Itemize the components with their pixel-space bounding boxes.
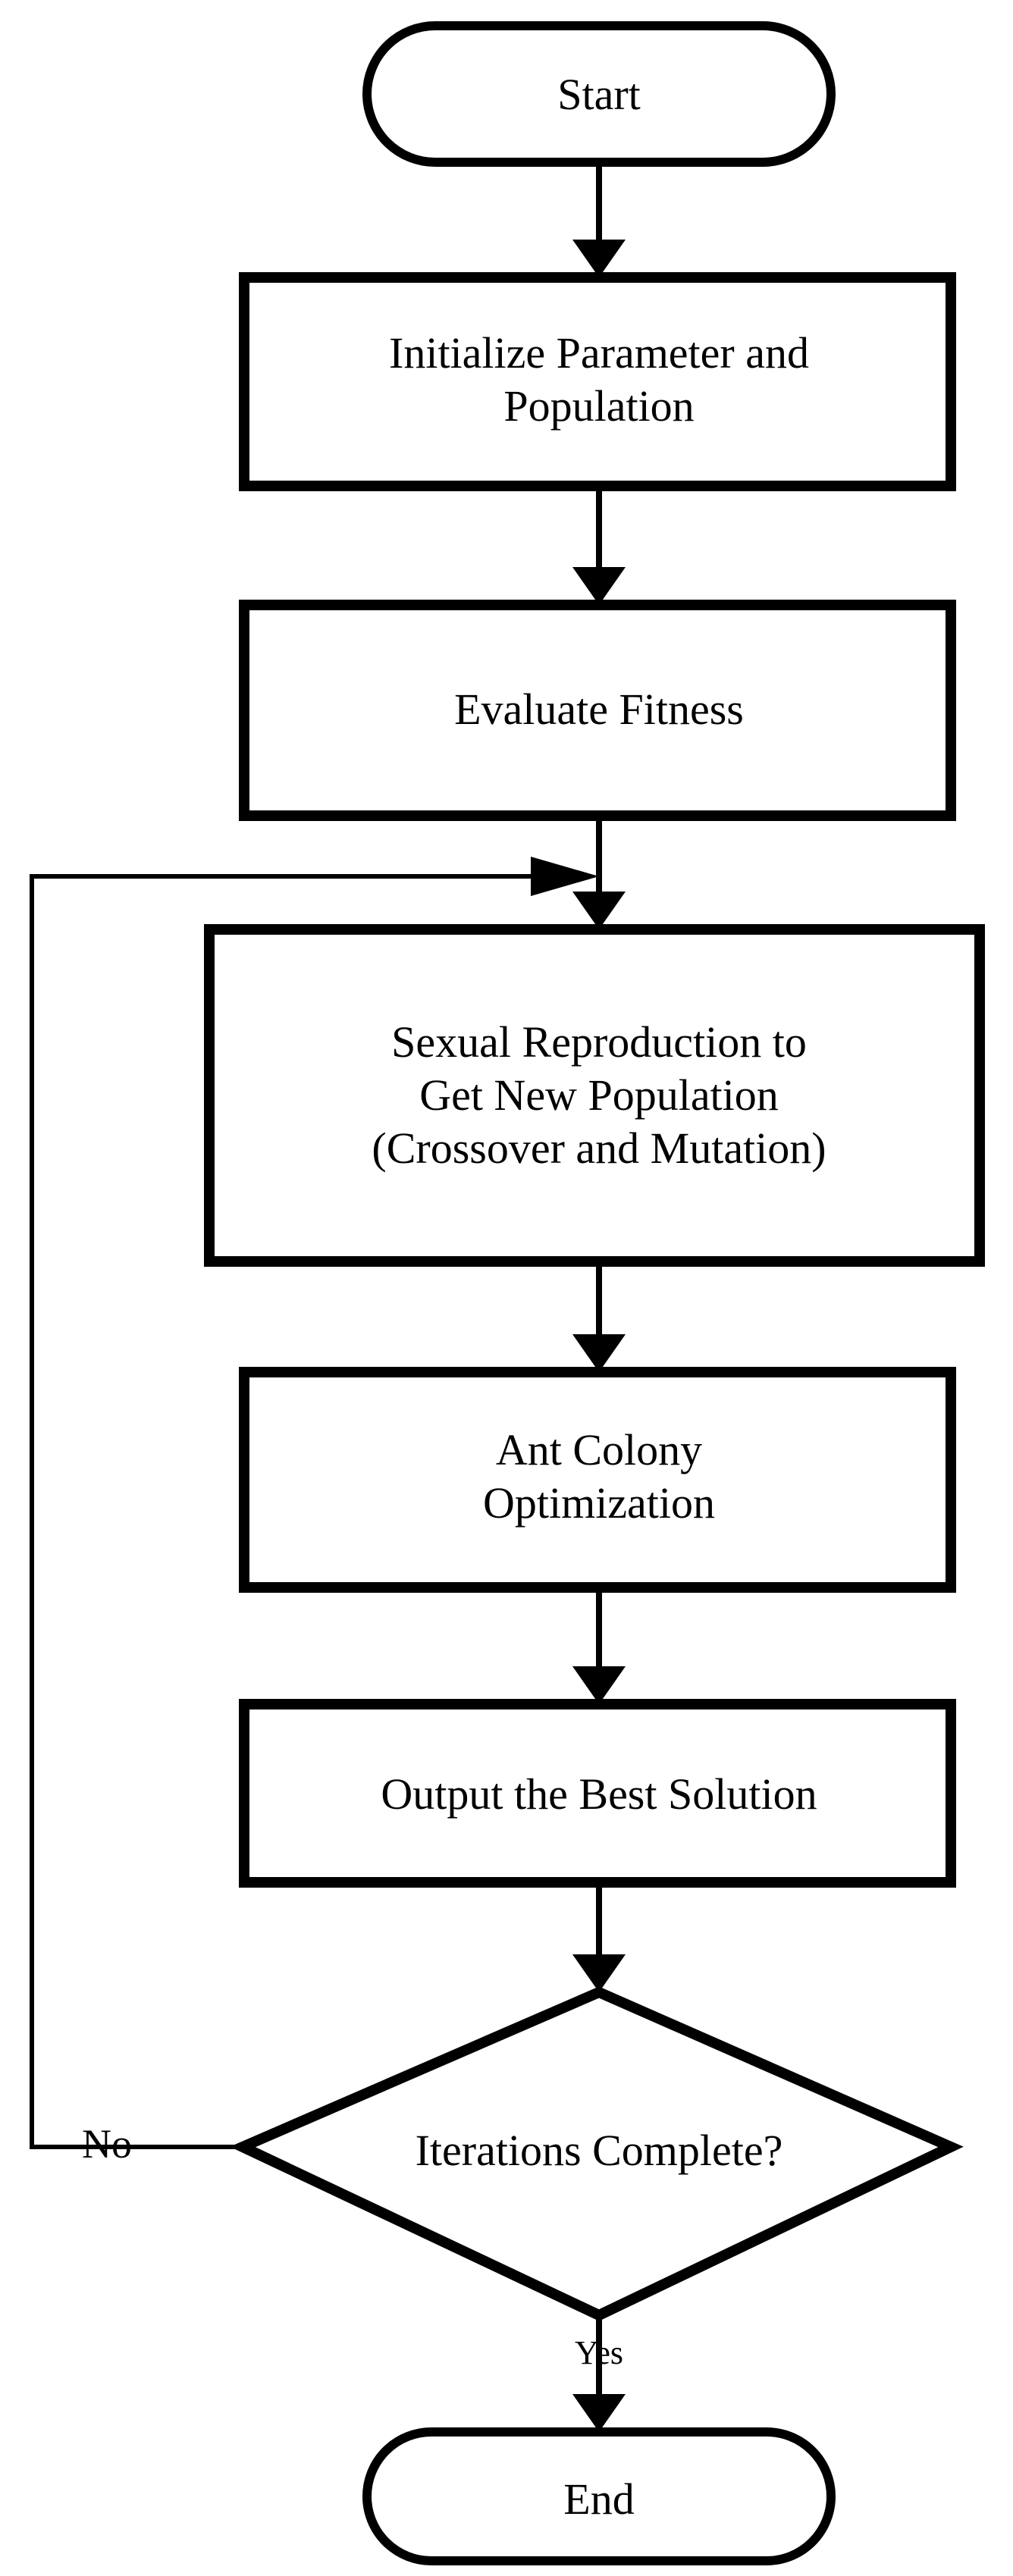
- aco-label-line-2: Optimization: [483, 1478, 715, 1528]
- reproduce-label-line-2: Get New Population: [419, 1070, 779, 1120]
- start-terminal: [362, 21, 836, 167]
- arrowhead-loop: [531, 857, 599, 896]
- edge-labels: No Yes: [82, 2121, 623, 2371]
- yes-label: Yes: [575, 2334, 623, 2371]
- init-label-line-1: Initialize Parameter and: [389, 328, 809, 378]
- arrowhead-output: [572, 1666, 626, 1704]
- reproduce-label-line-3: (Crossover and Mutation): [372, 1123, 826, 1173]
- output-box: [239, 1699, 956, 1888]
- edge-loop-back: [30, 874, 561, 2149]
- output-label: Output the Best Solution: [381, 1769, 817, 1819]
- init-label-line-2: Population: [503, 381, 694, 431]
- node-labels: Start Initialize Parameter and Populatio…: [372, 70, 826, 2524]
- reproduce-label-line-1: Sexual Reproduction to: [391, 1017, 807, 1067]
- reproduce-box: [204, 924, 985, 1267]
- arrowhead-decision: [572, 1954, 626, 1992]
- connectors: [30, 162, 626, 2432]
- init-box: [239, 272, 956, 491]
- arrowhead-aco: [572, 1334, 626, 1372]
- no-label: No: [82, 2121, 132, 2167]
- nodes: [204, 21, 985, 2565]
- start-label: Start: [557, 70, 641, 119]
- arrowhead-end: [572, 2394, 626, 2432]
- evaluate-box: [239, 600, 956, 821]
- arrowhead-reproduce: [572, 892, 626, 929]
- arrowhead-init: [572, 240, 626, 277]
- end-label: End: [563, 2474, 634, 2524]
- arrowhead-evaluate: [572, 567, 626, 605]
- aco-label-line-1: Ant Colony: [496, 1425, 702, 1474]
- evaluate-label: Evaluate Fitness: [454, 685, 744, 734]
- end-terminal: [362, 2427, 836, 2565]
- aco-box: [239, 1367, 956, 1593]
- decision-diamond: [230, 1986, 964, 2321]
- decision-label: Iterations Complete?: [416, 2126, 783, 2175]
